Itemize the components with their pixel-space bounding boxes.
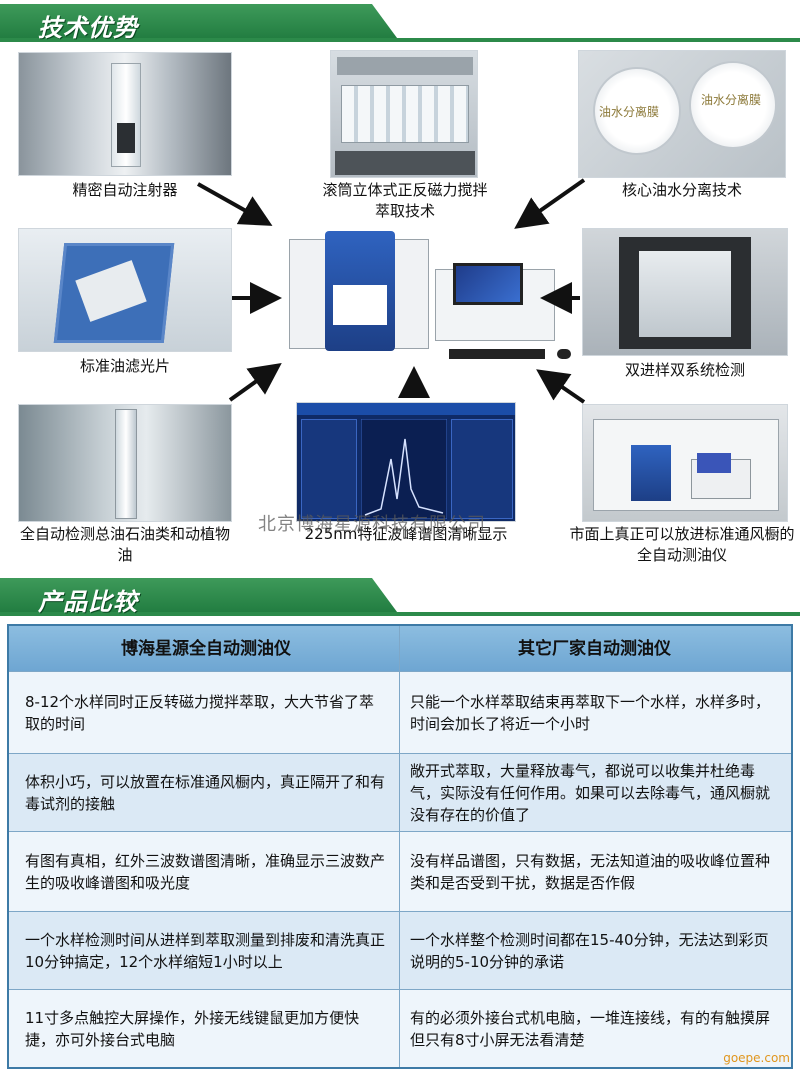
banner-tab <box>0 578 400 616</box>
arrow-hood <box>536 369 586 404</box>
cell-others: 没有样品谱图，只有数据，无法知道油的吸收峰位置种类和是否受到干扰，数据是否作假 <box>410 851 771 892</box>
company-watermark: 北京博海星源科技有限公司 <box>258 514 486 535</box>
membrane-dish-left <box>593 67 681 155</box>
oils-photo <box>18 404 232 522</box>
caption-dual: 双进样双系统检测 <box>624 361 745 379</box>
syringe-plunger <box>117 123 135 153</box>
stirrer-base <box>335 151 475 175</box>
caption-oils: 全自动检测总油石油类和动植物油 <box>19 525 230 564</box>
table-row: 一个水样检测时间从进样到萃取测量到排废和清洗真正10分钟搞定，12个水样缩短1小… <box>9 912 791 990</box>
stirring-photo <box>330 50 478 178</box>
spectrum-panel <box>451 419 513 519</box>
caption-spectrum: 225nm特征波峰谱图清晰显示 <box>304 525 508 543</box>
advantages-title: 技术优势 <box>38 14 138 42</box>
cell-ours: 8-12个水样同时正反转磁力搅拌萃取，大大节省了萃取的时间 <box>9 672 400 753</box>
spectrum-photo <box>296 402 516 522</box>
arrow-oils <box>228 363 282 402</box>
table-header-row: 博海星源全自动测油仪 其它厂家自动测油仪 <box>9 626 791 672</box>
stirrer-top <box>337 57 473 75</box>
comparison-banner: 产品比较 <box>0 578 800 616</box>
comparison-title: 产品比较 <box>38 588 138 616</box>
mouse <box>557 349 571 359</box>
arrow-membrane <box>514 178 586 229</box>
cell-others: 敞开式萃取，大量释放毒气，都说可以收集并杜绝毒气，实际没有任何作用。如果可以去除… <box>410 761 771 824</box>
hood-photo <box>582 404 788 522</box>
membrane-dish-right <box>689 61 777 149</box>
cell-ours: 一个水样检测时间从进样到萃取测量到排废和清洗真正10分钟搞定，12个水样缩短1小… <box>9 912 400 989</box>
advantages-banner: 技术优势 <box>0 4 800 42</box>
caption-hood: 市面上真正可以放进标准通风橱的全自动测油仪 <box>569 525 795 564</box>
arrow-syringe <box>197 182 273 226</box>
header-ours: 博海星源全自动测油仪 <box>9 626 400 671</box>
spectrum-list <box>301 419 357 519</box>
instrument-photo <box>284 224 580 364</box>
syringe-photo <box>18 52 232 176</box>
cell-ours: 有图有真相，红外三波数谱图清晰，准确显示三波数产生的吸收峰谱图和吸光度 <box>9 832 400 911</box>
keyboard <box>449 349 545 359</box>
table-row: 有图有真相，红外三波数谱图清晰，准确显示三波数产生的吸收峰谱图和吸光度 没有样品… <box>9 832 791 912</box>
membrane-label-right: 油水分离膜 <box>701 93 762 107</box>
hood-extractor <box>631 445 671 501</box>
extractor-label <box>333 285 387 325</box>
oils-tube <box>115 409 137 519</box>
hood-screen <box>697 453 731 473</box>
cell-ours: 11寸多点触控大屏操作，外接无线键鼠更加方便快捷，亦可外接台式电脑 <box>9 990 400 1067</box>
membrane-photo: 油水分离膜 油水分离膜 <box>578 50 786 178</box>
banner-line <box>0 612 800 616</box>
dual-photo <box>582 228 788 356</box>
caption-filter: 标准油滤光片 <box>79 357 170 375</box>
filter-photo <box>18 228 232 352</box>
spectrum-titlebar <box>297 403 515 415</box>
banner-line <box>0 38 800 42</box>
stirrer-bottles <box>341 85 469 143</box>
caption-stirring: 滚筒立体式正反磁力搅拌萃取技术 <box>322 181 488 220</box>
banner-tab <box>0 4 400 42</box>
cell-ours: 体积小巧，可以放置在标准通风橱内，真正隔开了和有毒试剂的接触 <box>9 754 400 831</box>
caption-syringe: 精密自动注射器 <box>72 181 178 199</box>
table-row: 体积小巧，可以放置在标准通风橱内，真正隔开了和有毒试剂的接触 敞开式萃取，大量释… <box>9 754 791 832</box>
spectrum-plot <box>361 419 447 519</box>
comparison-table: 博海星源全自动测油仪 其它厂家自动测油仪 8-12个水样同时正反转磁力搅拌萃取，… <box>7 624 793 1069</box>
cell-others: 只能一个水样萃取结束再萃取下一个水样，水样多时，时间会加长了将近一个小时 <box>410 692 771 733</box>
site-watermark: goepe.com <box>723 1051 790 1065</box>
membrane-label-left: 油水分离膜 <box>599 105 660 119</box>
table-row: 11寸多点触控大屏操作，外接无线键鼠更加方便快捷，亦可外接台式电脑 有的必须外接… <box>9 990 791 1067</box>
cell-others: 有的必须外接台式机电脑，一堆连接线，有的有触摸屏但只有8寸小屏无法看清楚 <box>410 1008 771 1049</box>
feature-arrows <box>197 178 586 404</box>
cell-others: 一个水样整个检测时间都在15-40分钟，无法达到彩页说明的5-10分钟的承诺 <box>410 930 769 971</box>
analyzer-screen <box>453 263 523 305</box>
caption-membrane: 核心油水分离技术 <box>621 181 742 199</box>
header-others: 其它厂家自动测油仪 <box>518 638 671 659</box>
table-row: 8-12个水样同时正反转磁力搅拌萃取，大大节省了萃取的时间 只能一个水样萃取结束… <box>9 672 791 754</box>
dual-cell <box>639 251 731 337</box>
